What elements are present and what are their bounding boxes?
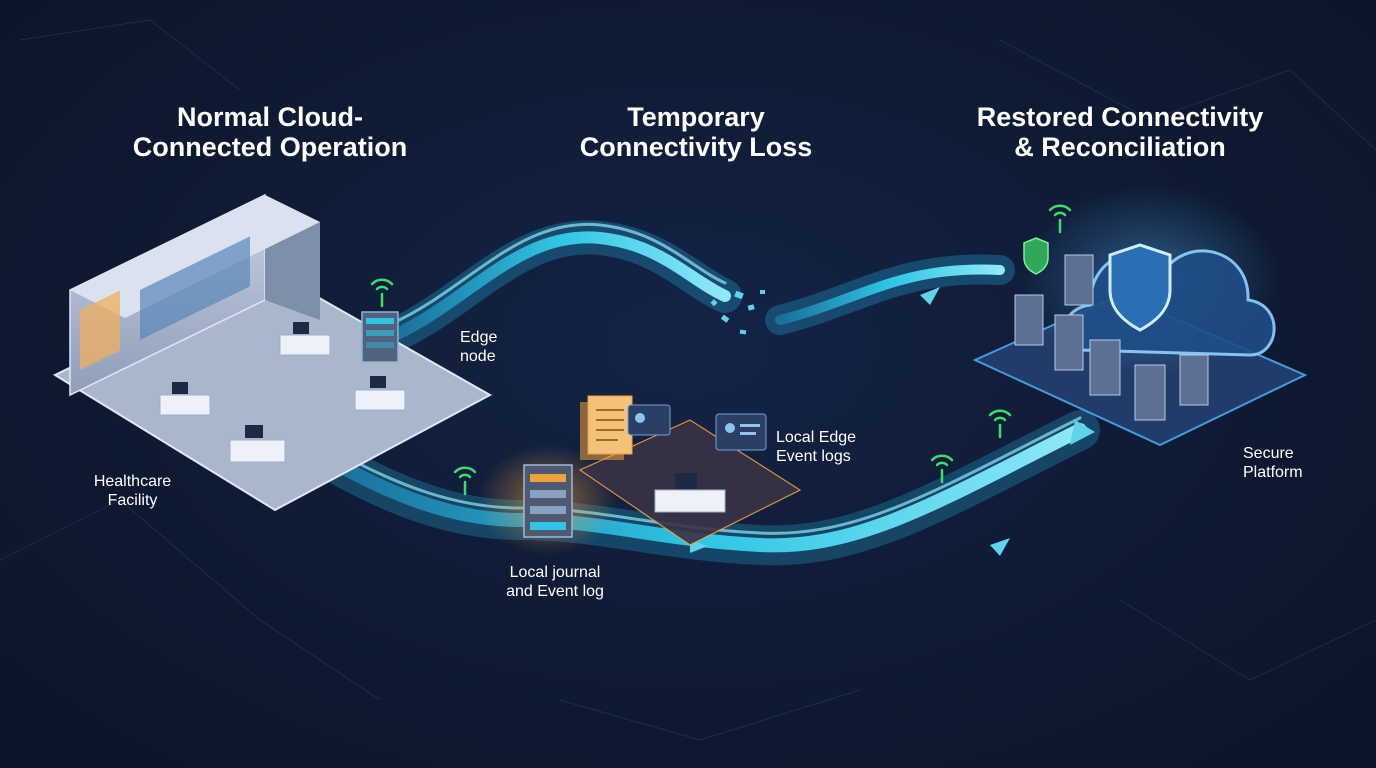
upper-flow-ribbon [378, 220, 742, 352]
local-edge-logs-label: Local Edge Event logs [776, 428, 896, 466]
broken-link-fragments [710, 290, 765, 335]
stage-title-restored: Restored Connectivity & Reconciliation [960, 102, 1280, 162]
stage-title-loss-line2: Connectivity Loss [579, 132, 813, 162]
stage-title-restored-line1: Restored Connectivity [976, 102, 1264, 132]
wifi-signal-icon [370, 278, 394, 308]
wifi-signal-icon [930, 454, 954, 484]
healthcare-facility-label: Healthcare Facility [70, 472, 195, 510]
healthcare-facility-label-line2: Facility [107, 492, 158, 509]
local-office-platform [578, 419, 802, 546]
local-edge-logs-label-line2: Event logs [776, 448, 851, 465]
stage-title-loss-line1: Temporary [627, 102, 765, 132]
stage-title-normal-line2: Connected Operation [132, 132, 408, 162]
wifi-signal-icon [453, 466, 477, 496]
restored-flow-ribbon [765, 254, 1015, 335]
document-stack-icon [580, 395, 633, 460]
shield-icon [1108, 243, 1172, 332]
local-edge-logs-label-line1: Local Edge [776, 429, 857, 446]
stage-title-normal: Normal Cloud- Connected Operation [110, 102, 430, 162]
wifi-signal-icons [370, 204, 1072, 496]
edge-node-label-line1: Edge [460, 329, 498, 346]
wifi-signal-icon [1048, 204, 1072, 234]
edge-node-server [361, 311, 399, 363]
local-journal-label: Local journal and Event log [490, 563, 620, 601]
secure-platform-label: Secure Platform [1243, 444, 1343, 482]
cloud-server-racks [1014, 254, 1209, 421]
user-card-icon [627, 404, 767, 451]
healthcare-facility-label-line1: Healthcare [93, 473, 172, 490]
stage-title-loss: Temporary Connectivity Loss [546, 102, 846, 162]
edge-node-label-line2: node [460, 348, 496, 365]
stage-title-restored-line2: & Reconciliation [1014, 132, 1226, 162]
background-network [0, 19, 1376, 741]
edge-node-label: Edge node [460, 328, 540, 366]
local-journal-label-line2: and Event log [506, 583, 604, 600]
green-shield-icon [1023, 237, 1049, 275]
local-journal-server [478, 445, 618, 555]
secure-platform-label-line2: Platform [1243, 464, 1303, 481]
secure-platform-label-line1: Secure [1243, 445, 1294, 462]
healthcare-building [52, 193, 493, 512]
stage-title-normal-line1: Normal Cloud- [177, 102, 363, 132]
local-journal-label-line1: Local journal [509, 564, 601, 581]
wifi-signal-icon [988, 409, 1012, 439]
